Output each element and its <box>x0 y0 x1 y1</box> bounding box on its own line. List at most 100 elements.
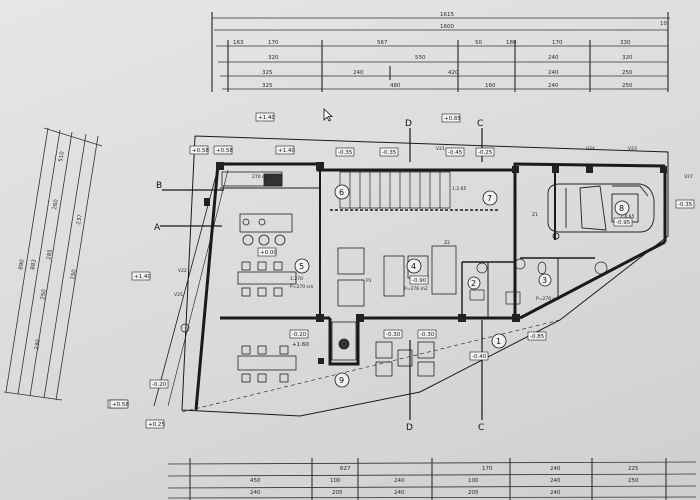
svg-text:240: 240 <box>394 490 405 496</box>
svg-text:250: 250 <box>628 478 639 484</box>
section-markers <box>160 128 483 420</box>
svg-text:-0.45: -0.45 <box>448 150 463 156</box>
svg-text:+0.58: +0.58 <box>216 148 233 154</box>
svg-text:1: 1 <box>496 337 501 346</box>
room-markers <box>294 184 630 388</box>
svg-text:205: 205 <box>332 490 343 496</box>
svg-text:P=270 cm: P=270 cm <box>290 284 313 290</box>
svg-text:240: 240 <box>550 466 561 472</box>
level-tags <box>107 112 695 429</box>
kitchen-island <box>221 171 293 246</box>
svg-text:510: 510 <box>58 150 66 162</box>
fireplace <box>331 321 357 361</box>
svg-text:50: 50 <box>475 40 482 46</box>
svg-text:1:270: 1:270 <box>290 276 303 282</box>
svg-text:240: 240 <box>550 490 561 496</box>
svg-text:V22: V22 <box>178 268 187 274</box>
top-dim-row4: 325 480 160 240 250 <box>262 83 633 89</box>
svg-text:-0.40: -0.40 <box>472 354 487 360</box>
dim-total-a: 1615 <box>440 12 454 18</box>
svg-text:420: 420 <box>448 70 459 76</box>
bottom-dim-row3: 240 205 240 205 240 <box>250 490 561 496</box>
svg-text:1:4.65: 1:4.65 <box>620 214 635 220</box>
dining-tables <box>237 261 297 383</box>
svg-text:237: 237 <box>76 213 84 225</box>
svg-text:160: 160 <box>485 83 496 89</box>
svg-text:240: 240 <box>550 478 561 484</box>
section-c-top-label: C <box>477 119 483 129</box>
svg-text:170: 170 <box>268 40 279 46</box>
svg-text:480: 480 <box>390 83 401 89</box>
svg-text:240: 240 <box>548 83 559 89</box>
bottom-dimension-chains <box>167 458 697 500</box>
mouse-cursor-icon <box>323 108 333 122</box>
garden-planters <box>180 261 608 333</box>
svg-text:325: 325 <box>262 83 273 89</box>
svg-text:205: 205 <box>468 490 479 496</box>
svg-text:+0.85: +0.85 <box>444 116 461 122</box>
svg-text:883: 883 <box>30 258 38 270</box>
svg-text:325: 325 <box>262 70 273 76</box>
annotation-notes: 1:270 270 cm P=270 cm 1:2.65 1:4.65 <box>252 174 635 302</box>
svg-text:-0.85: -0.85 <box>530 334 545 340</box>
svg-text:627: 627 <box>340 466 351 472</box>
svg-text:V24: V24 <box>586 146 595 152</box>
svg-text:3: 3 <box>542 276 547 285</box>
svg-text:2: 2 <box>471 279 476 288</box>
svg-text:+0.58: +0.58 <box>192 148 209 154</box>
svg-text:-0.30: -0.30 <box>420 332 435 338</box>
svg-text:1:2.65: 1:2.65 <box>452 186 467 192</box>
svg-text:V27: V27 <box>684 174 693 180</box>
svg-text:225: 225 <box>628 466 639 472</box>
svg-text:V21: V21 <box>436 146 445 152</box>
svg-text:8: 8 <box>619 204 624 213</box>
svg-text:240: 240 <box>548 55 559 61</box>
top-dim-row3: 325 240 420 240 250 <box>262 70 633 76</box>
svg-text:320: 320 <box>622 55 633 61</box>
living-furniture <box>337 245 457 377</box>
svg-text:7: 7 <box>487 194 492 203</box>
svg-text:-0.35: -0.35 <box>678 202 693 208</box>
svg-text:+1.60: +1.60 <box>292 342 309 348</box>
svg-text:+1.40: +1.40 <box>278 148 295 154</box>
room-numbers: 1 2 3 4 5 6 7 8 9 P=276 m2 P=270 cm <box>290 188 624 385</box>
svg-text:-0.20: -0.20 <box>292 332 307 338</box>
svg-text:6: 6 <box>339 188 344 197</box>
svg-text:P1: P1 <box>366 278 372 284</box>
bottom-dim-row1: 627 170 240 225 <box>340 466 639 472</box>
svg-text:P=270 cm: P=270 cm <box>536 296 559 302</box>
svg-text:-0.25: -0.25 <box>478 150 493 156</box>
svg-text:170: 170 <box>482 466 493 472</box>
section-c-bottom-label: C <box>478 423 484 433</box>
svg-text:260: 260 <box>52 198 60 210</box>
svg-text:250: 250 <box>622 83 633 89</box>
svg-text:-0.35: -0.35 <box>338 150 353 156</box>
top-dim-row2: 320 550 240 320 <box>268 55 633 61</box>
svg-text:-0.95: -0.95 <box>616 220 631 226</box>
svg-text:-0.90: -0.90 <box>412 278 427 284</box>
building-walls <box>153 135 669 417</box>
bottom-dim-row2: 450 100 240 100 240 250 <box>250 478 639 484</box>
level-tag-texts: +1.40 +0.58 +1.40 +0.85 -0.35 -0.45 +0.0… <box>112 115 693 428</box>
section-d-bottom-label: D <box>406 423 413 433</box>
svg-text:P=276 m2: P=276 m2 <box>404 286 428 292</box>
svg-text:+1.40: +1.40 <box>134 274 151 280</box>
svg-text:V25: V25 <box>174 292 183 298</box>
svg-text:163: 163 <box>233 40 244 46</box>
svg-text:-0.35: -0.35 <box>382 150 397 156</box>
svg-text:285: 285 <box>46 248 54 260</box>
svg-text:330: 330 <box>620 40 631 46</box>
svg-text:450: 450 <box>250 478 261 484</box>
svg-text:9: 9 <box>339 376 344 385</box>
svg-text:180: 180 <box>506 40 517 46</box>
svg-text:Z1: Z1 <box>532 212 538 218</box>
svg-text:+0.00: +0.00 <box>260 250 277 256</box>
svg-text:+0.58: +0.58 <box>112 402 129 408</box>
staircase <box>339 171 451 209</box>
svg-text:890: 890 <box>18 258 26 270</box>
left-dimension-chains <box>3 127 103 401</box>
svg-text:4: 4 <box>411 262 416 271</box>
svg-text:+0.25: +0.25 <box>148 422 165 428</box>
svg-text:5: 5 <box>299 262 304 271</box>
